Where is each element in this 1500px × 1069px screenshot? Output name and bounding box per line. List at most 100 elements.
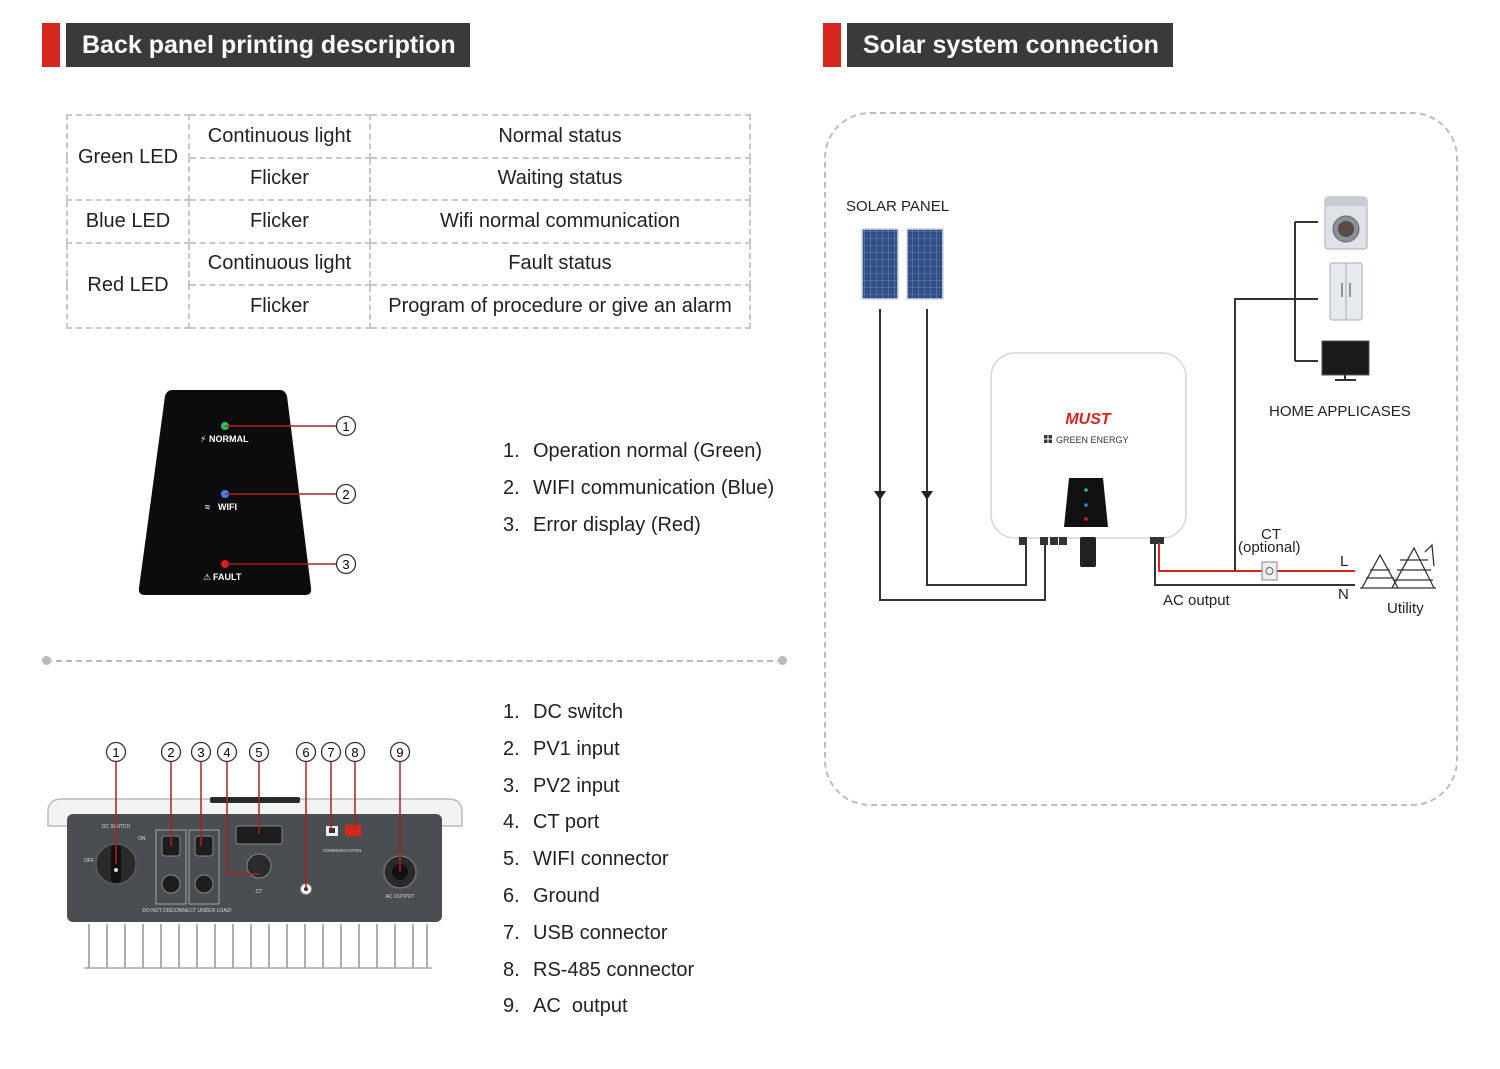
neutral-line-label: N — [1338, 586, 1349, 603]
callout-number: 2 — [342, 487, 349, 502]
table-row: Blue LED Flicker Wifi normal communicati… — [66, 199, 751, 244]
dc-wiring — [879, 309, 1046, 601]
ct-sensor-ring — [1265, 567, 1274, 575]
header-accent-bar — [823, 23, 841, 67]
led-mode-cell: Flicker — [188, 156, 371, 201]
callout-number: 1 — [342, 419, 349, 434]
led-name-cell: Green LED — [66, 114, 190, 201]
list-text: RS-485 connector — [533, 958, 695, 981]
right-header-title: Solar system connection — [847, 23, 1173, 67]
callout-number: 4 — [223, 745, 230, 760]
communication-label: COMMUNICATION — [323, 848, 362, 853]
led-meaning-cell: Program of procedure or give an alarm — [369, 284, 751, 329]
list-number: 9. — [503, 995, 520, 1018]
list-item: 3. Error display (Red) — [503, 514, 774, 551]
list-text: WIFI connector — [533, 848, 669, 871]
arrow-down-icon — [921, 491, 933, 500]
led-meaning-cell: Normal status — [369, 114, 751, 159]
list-number: 4. — [503, 811, 520, 834]
washing-machine-icon — [1324, 196, 1368, 250]
ct-sensor-icon — [1261, 561, 1278, 581]
led-meaning-cell: Waiting status — [369, 156, 751, 201]
warning-text: DO NOT DISCONNECT UNDER LOAD! — [142, 908, 231, 914]
led-mode-cell: Continuous light — [188, 241, 371, 286]
inverter-unit: MUST GREEN ENERGY — [990, 352, 1187, 567]
list-number: 2. — [503, 476, 520, 499]
list-number: 8. — [503, 958, 520, 981]
callout-number: 9 — [396, 745, 403, 760]
led-name-cell: Red LED — [66, 241, 190, 329]
television-icon — [1321, 340, 1370, 381]
live-line — [1158, 543, 1355, 572]
list-text: AC output — [533, 995, 628, 1018]
port-list: 1. DC switch 2. PV1 input 3.PV2 input 4.CT… — [503, 701, 694, 1032]
off-label: OFF — [84, 858, 94, 864]
callout-number: 1 — [112, 745, 119, 760]
list-text: DC switch — [533, 701, 624, 723]
table-row: Red LED Continuous light Fault status — [66, 241, 751, 329]
led-callout-lines — [225, 425, 336, 565]
left-section-header: Back panel printing description — [42, 23, 470, 67]
header-accent-bar — [42, 23, 60, 67]
list-number: 2. — [503, 737, 520, 760]
list-item: 2. WIFI communication (Blue) — [503, 477, 774, 514]
connection-diagram-frame — [824, 112, 1458, 806]
table-row: Flicker Program of procedure or give an … — [67, 284, 751, 329]
led-status-table: Green LED Continuous light Normal status… — [66, 114, 751, 329]
list-item: 8. RS-485 connector — [503, 959, 694, 996]
led-meaning-cell: Wifi normal communication — [369, 199, 751, 244]
list-item: 2. PV1 input — [503, 738, 694, 775]
list-text: Ground — [533, 884, 600, 907]
utility-label: Utility — [1387, 600, 1424, 617]
callout-number: 3 — [342, 557, 349, 572]
port-callout-lines — [115, 762, 401, 889]
right-section-header: Solar system connection — [823, 23, 1173, 67]
led-mode-cell: Flicker — [188, 284, 371, 329]
ct-label: CT — [256, 889, 263, 895]
table-row: Green LED Continuous light Normal status — [66, 114, 751, 201]
indicator-list: 1. Operation normal (Green) 2. WIFI commun… — [503, 440, 774, 550]
list-number: 7. — [503, 921, 520, 944]
warning-icon: ⚠ — [203, 572, 211, 582]
list-text: PV1 input — [533, 737, 620, 760]
normal-label: NORMAL — [209, 434, 249, 444]
lightning-icon: ⚡ — [200, 434, 206, 444]
list-text: PV2 input — [533, 774, 620, 797]
live-line-label: L — [1340, 553, 1349, 570]
brand-subtitle: GREEN ENERGY — [1056, 435, 1129, 445]
wifi-icon: ≈ — [205, 502, 210, 512]
callout-number: 8 — [351, 745, 358, 760]
ac-output-label: AC output — [1163, 592, 1230, 609]
list-text: Error display (Red) — [533, 513, 701, 536]
home-appliances-label: HOME APPLICASES — [1269, 403, 1411, 420]
wifi-label: WIFI — [218, 502, 237, 512]
left-header-title: Back panel printing description — [66, 23, 470, 67]
list-item: 1. DC switch — [503, 701, 694, 738]
led-mode-cell: Continuous light — [188, 114, 371, 159]
utility-tower-icon — [1360, 543, 1436, 589]
fault-label: FAULT — [213, 572, 242, 582]
list-text: Operation normal (Green) — [533, 440, 762, 462]
list-item: 9. AC output — [503, 995, 694, 1032]
home-feed-line — [1234, 298, 1295, 571]
list-item: 6. Ground — [503, 885, 694, 922]
list-item: 3.PV2 input — [503, 775, 694, 812]
home-bus-lines — [1294, 221, 1318, 362]
table-row: Flicker Waiting status — [67, 156, 751, 201]
list-number: 1. — [503, 701, 520, 723]
divider-end-dot — [778, 656, 787, 665]
on-label: ON — [138, 836, 146, 842]
led-indicator-panel: ⚡ NORMAL ≈ WIFI ⚠ FAULT — [138, 390, 312, 595]
solar-panels — [861, 228, 944, 300]
arrow-down-icon — [874, 491, 886, 500]
ac-output-label: AC OUTPUT — [386, 894, 415, 900]
list-number: 3. — [503, 513, 520, 536]
solar-panel-label: SOLAR PANEL — [846, 198, 950, 215]
callout-number: 2 — [167, 745, 174, 760]
callout-number: 3 — [197, 745, 204, 760]
list-number: 6. — [503, 884, 520, 907]
list-text: WIFI communication (Blue) — [533, 476, 775, 499]
list-number: 1. — [503, 440, 520, 462]
list-item: 4.CT port — [503, 811, 694, 848]
